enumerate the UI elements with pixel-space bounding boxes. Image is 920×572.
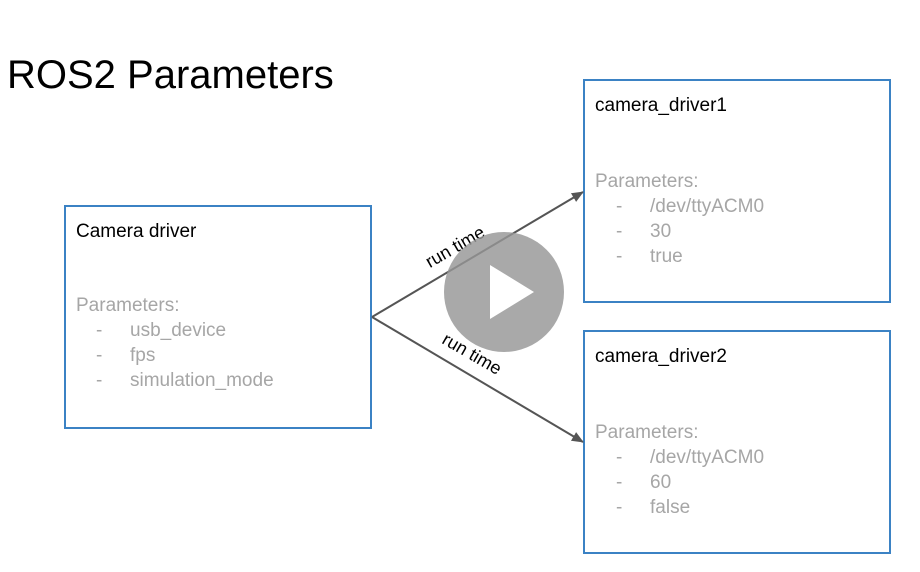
box-title: Camera driver [76, 221, 197, 242]
camera-driver2-box: camera_driver2 Parameters: - /dev/ttyACM… [583, 330, 891, 554]
arrow-to-driver2 [371, 316, 584, 443]
parameter-name: simulation_mode [130, 370, 274, 391]
bullet-dash: - [616, 246, 623, 267]
parameter-value: true [650, 246, 683, 267]
camera-driver1-box: camera_driver1 Parameters: - /dev/ttyACM… [583, 79, 891, 303]
bullet-dash: - [616, 447, 623, 468]
bullet-dash: - [616, 497, 623, 518]
bullet-dash: - [616, 196, 623, 217]
box-title: camera_driver2 [595, 346, 727, 367]
parameters-label: Parameters: [595, 171, 699, 192]
parameter-value: false [650, 497, 691, 518]
camera-driver-box: Camera driver Parameters: - usb_device -… [64, 205, 372, 429]
bullet-dash: - [96, 345, 103, 366]
parameter-value: 60 [650, 472, 672, 493]
page-title: ROS2 Parameters [7, 53, 334, 97]
play-button[interactable] [444, 232, 564, 352]
bullet-dash: - [616, 221, 623, 242]
parameter-value: 30 [650, 221, 672, 242]
bullet-dash: - [96, 370, 103, 391]
play-icon [490, 265, 534, 319]
parameters-label: Parameters: [76, 295, 180, 316]
bullet-dash: - [96, 320, 103, 341]
box-title: camera_driver1 [595, 95, 727, 116]
parameter-value: /dev/ttyACM0 [650, 447, 765, 468]
bullet-dash: - [616, 472, 623, 493]
parameter-name: fps [130, 345, 156, 366]
parameters-label: Parameters: [595, 422, 699, 443]
parameter-value: /dev/ttyACM0 [650, 196, 765, 217]
parameter-name: usb_device [130, 320, 227, 341]
